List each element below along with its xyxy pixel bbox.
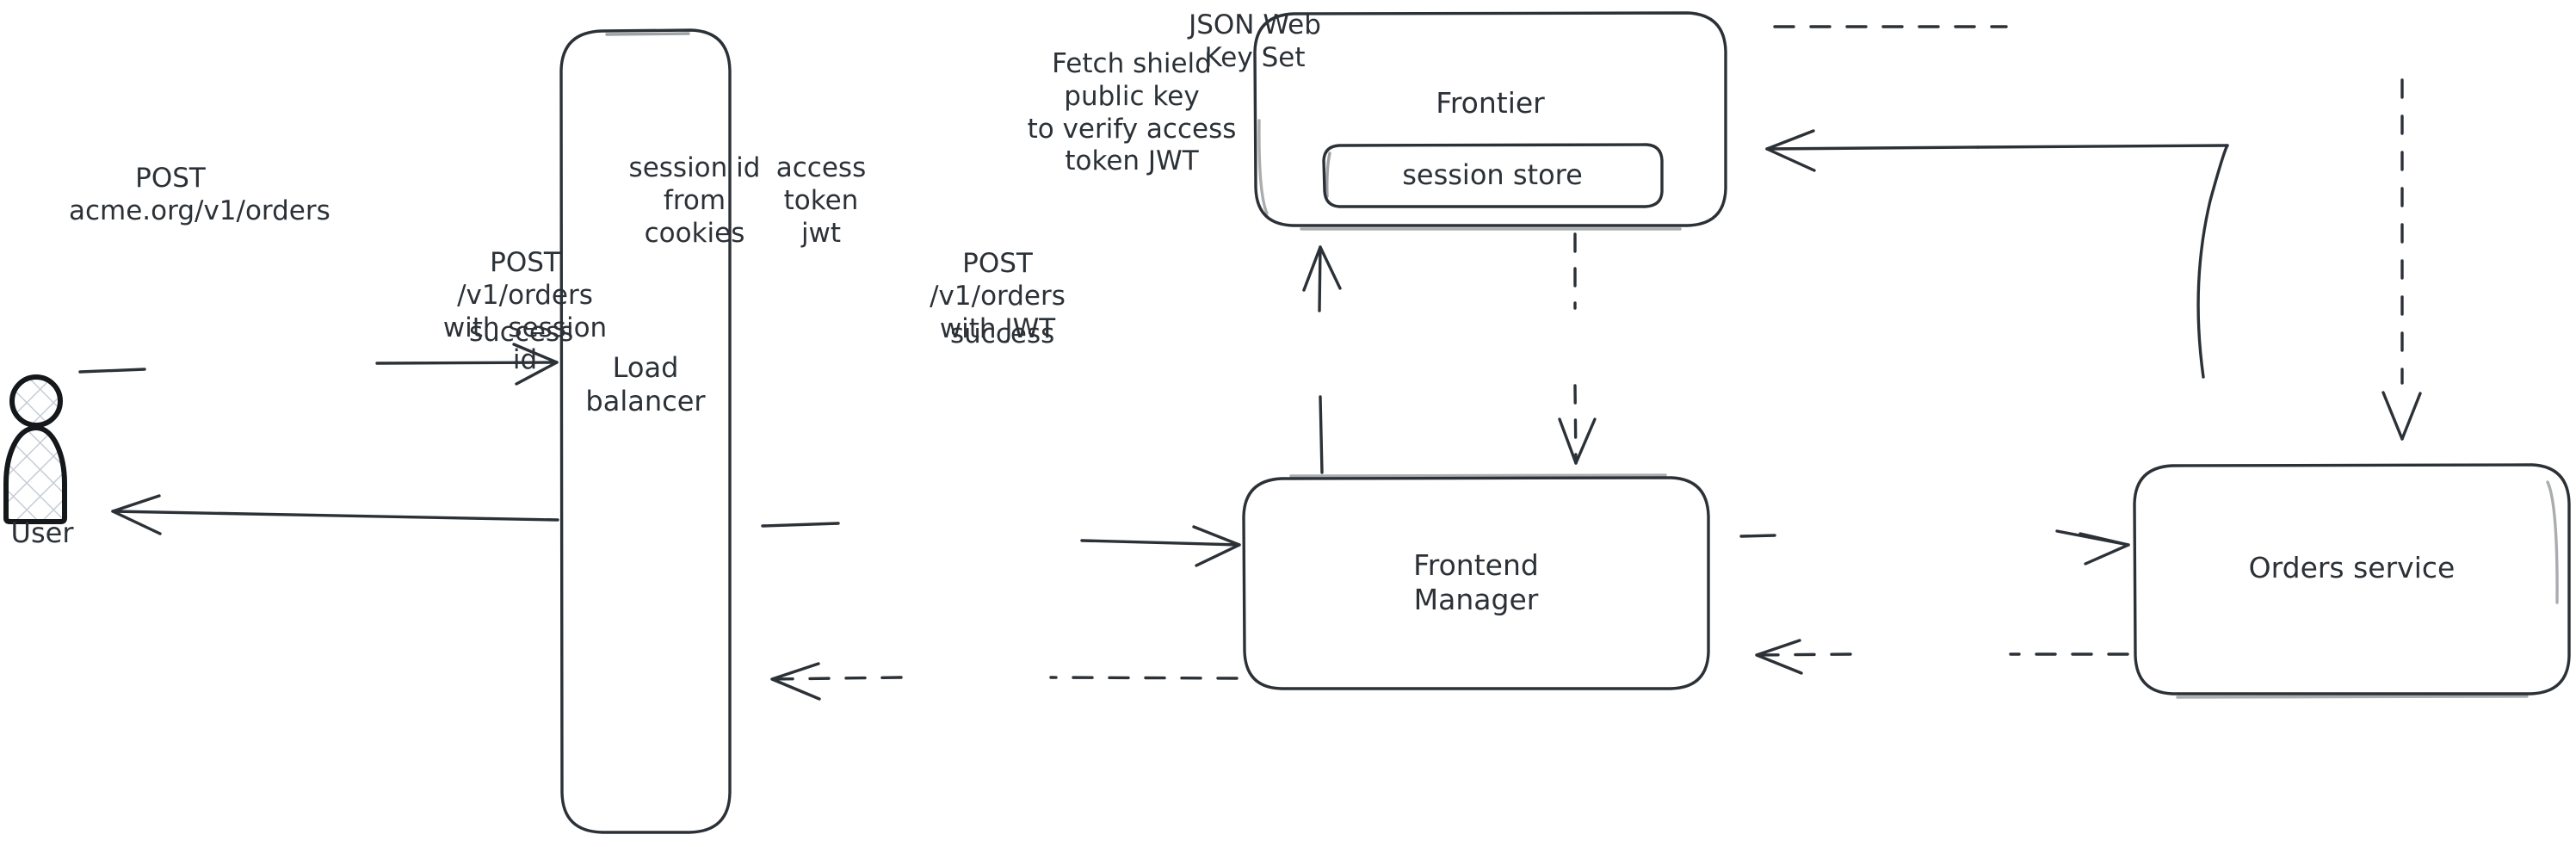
edge-user-to-load-balancer bbox=[78, 343, 559, 386]
user-icon bbox=[3, 374, 67, 524]
edge-frontend-manager-to-frontier bbox=[1302, 245, 1342, 474]
edge-orders-service-to-frontier bbox=[1765, 129, 2229, 379]
edge-orders-service-to-frontend-manager bbox=[1755, 639, 2129, 675]
edge-frontier-to-frontend-manager bbox=[1558, 232, 1597, 465]
frontend-manager-box[interactable] bbox=[1242, 473, 1710, 690]
edge-load-balancer-to-frontend-manager bbox=[761, 522, 1241, 567]
orders-service-box[interactable] bbox=[2133, 463, 2571, 699]
edge-frontier-to-orders-service bbox=[1773, 25, 2422, 441]
edge-frontend-manager-to-load-balancer bbox=[770, 662, 1239, 701]
load-balancer-box[interactable] bbox=[559, 28, 732, 834]
session-store-box[interactable] bbox=[1322, 143, 1664, 208]
edge-frontend-manager-to-orders-service bbox=[1739, 529, 2130, 566]
edge-load-balancer-to-user bbox=[111, 494, 559, 535]
